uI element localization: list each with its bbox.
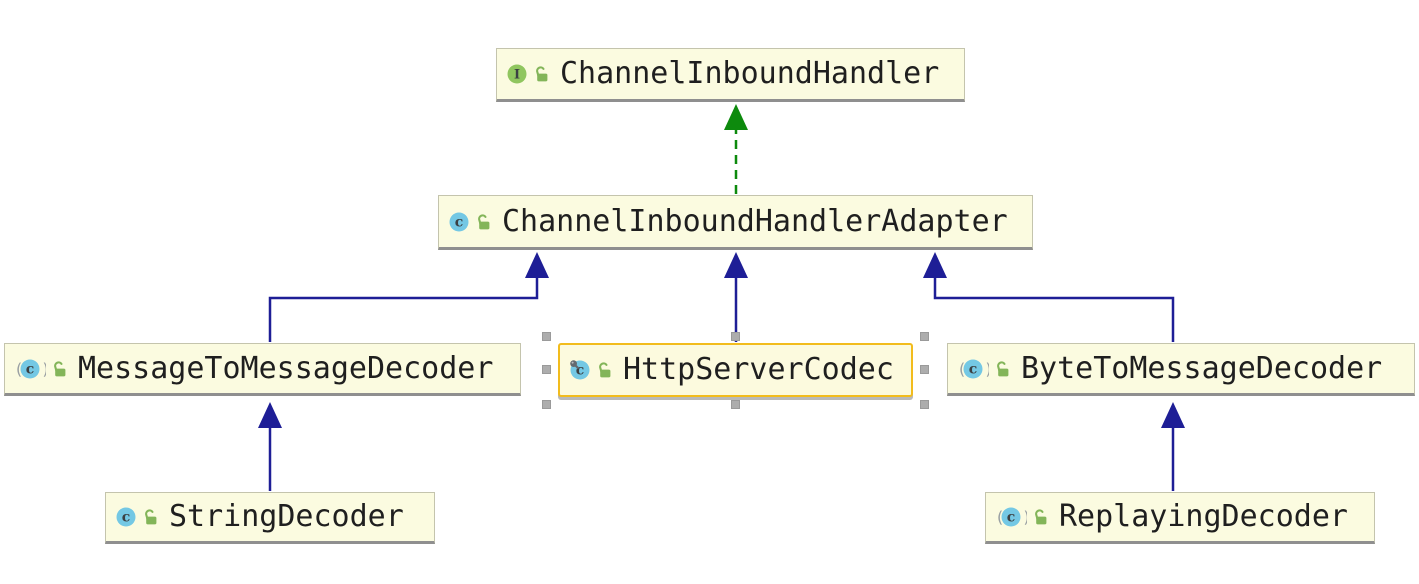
node-label: ByteToMessageDecoder: [1021, 350, 1383, 386]
class-node-ByteToMessageDecoder[interactable]: c() ByteToMessageDecoder: [947, 343, 1415, 396]
class-node-ReplayingDecoder[interactable]: c() ReplayingDecoder: [985, 492, 1375, 544]
svg-text:): ): [984, 359, 989, 378]
svg-text:c: c: [576, 363, 585, 379]
selection-handle-ne[interactable]: [920, 332, 929, 341]
svg-text:c: c: [1007, 510, 1016, 526]
node-label: ChannelInboundHandlerAdapter: [502, 203, 1008, 239]
svg-text:): ): [1022, 508, 1027, 527]
selection-handle-w[interactable]: [542, 365, 551, 374]
svg-text:(: (: [995, 508, 1005, 527]
selection-handle-n[interactable]: [730, 332, 740, 341]
node-icons: c(): [995, 506, 1050, 528]
edge-StringDecoder-to-MessageToMessageDecoder: [258, 402, 282, 491]
svg-text:c: c: [26, 361, 35, 377]
node-icons: c: [115, 506, 160, 528]
node-label: ReplayingDecoder: [1059, 499, 1348, 534]
abstract-class-icon: c(): [14, 359, 46, 378]
class-icon: c: [449, 212, 469, 231]
selection-handle-sw[interactable]: [542, 400, 551, 409]
class-node-MessageToMessageDecoder[interactable]: c() MessageToMessageDecoder: [4, 343, 521, 396]
class-node-ChannelInboundHandler[interactable]: I ChannelInboundHandler: [496, 48, 965, 102]
open-padlock-icon: [478, 213, 490, 229]
open-padlock-icon: [997, 360, 1009, 376]
open-padlock-icon: [145, 509, 157, 525]
interface-icon: I: [507, 64, 527, 84]
selection-handle-s[interactable]: [730, 400, 740, 409]
open-padlock-icon: [599, 362, 611, 378]
node-label: HttpServerCodec: [623, 352, 894, 387]
abstract-class-icon: c(): [957, 359, 989, 378]
open-padlock-icon: [1035, 509, 1047, 525]
edge-MessageToMessageDecoder-to-ChannelInboundHandlerAdapter: [268, 252, 549, 342]
svg-text:): ): [41, 359, 46, 378]
edge-ChannelInboundHandlerAdapter-to-ChannelInboundHandler: [724, 104, 748, 194]
node-icons: I: [506, 63, 551, 85]
node-icons: c(): [957, 358, 1012, 380]
edge-ReplayingDecoder-to-ByteToMessageDecoder: [1161, 402, 1185, 491]
open-padlock-icon: [54, 360, 66, 376]
abstract-class-icon: c(): [995, 507, 1027, 527]
selection-handle-se[interactable]: [920, 400, 929, 409]
class-node-StringDecoder[interactable]: c StringDecoder: [105, 492, 435, 544]
svg-text:c: c: [122, 510, 131, 526]
selection-handle-e[interactable]: [920, 365, 929, 374]
node-icons: c: [569, 359, 614, 381]
svg-text:(: (: [14, 359, 24, 378]
svg-text:c: c: [455, 214, 464, 230]
class-node-ChannelInboundHandlerAdapter[interactable]: c ChannelInboundHandlerAdapter: [438, 195, 1033, 250]
edge-ByteToMessageDecoder-to-ChannelInboundHandlerAdapter: [923, 252, 1175, 342]
svg-text:(: (: [957, 359, 967, 378]
node-label: StringDecoder: [169, 499, 404, 534]
edge-HttpServerCodec-to-ChannelInboundHandlerAdapter: [724, 252, 748, 342]
selection-handle-nw[interactable]: [542, 332, 551, 341]
svg-text:c: c: [969, 361, 978, 377]
final-class-icon: c: [570, 360, 590, 380]
class-icon: c: [116, 507, 136, 527]
open-padlock-icon: [536, 66, 548, 82]
node-label: ChannelInboundHandler: [560, 56, 940, 91]
class-node-HttpServerCodec[interactable]: c HttpServerCodec: [558, 343, 913, 397]
node-label: MessageToMessageDecoder: [78, 350, 494, 386]
node-icons: c(): [14, 358, 69, 380]
svg-text:I: I: [514, 68, 520, 83]
node-icons: c: [448, 211, 493, 233]
